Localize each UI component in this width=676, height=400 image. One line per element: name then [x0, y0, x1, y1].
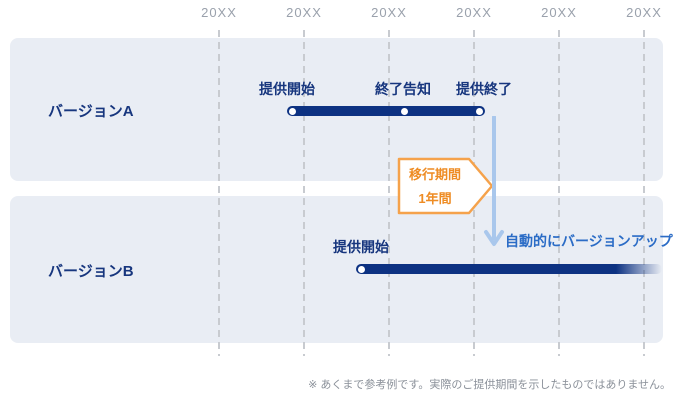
- axis-year-label: 20XX: [371, 5, 407, 20]
- version-b-label: バージョンB: [48, 263, 134, 280]
- gridline: [558, 30, 560, 356]
- transition-period-line1: 移行期間: [408, 167, 461, 182]
- milestone-label-a-notice: 終了告知: [375, 81, 431, 97]
- auto-upgrade-label: 自動的にバージョンアップ: [505, 233, 673, 249]
- milestone-marker: [289, 108, 296, 115]
- axis-year-label: 20XX: [201, 5, 237, 20]
- gridline: [303, 30, 305, 356]
- down-arrow-icon: [484, 116, 504, 246]
- transition-period-line2: 1年間: [418, 191, 452, 206]
- milestone-label-a-start: 提供開始: [259, 81, 315, 97]
- version-b-bar: [356, 264, 662, 274]
- milestone-marker: [401, 108, 408, 115]
- gridline: [218, 30, 220, 356]
- transition-period-callout: [397, 157, 494, 215]
- milestone-marker: [476, 108, 483, 115]
- disclaimer-note: ※ あくまで参考例です。実際のご提供期間を示したものではありません。: [308, 379, 671, 391]
- transition-period-text: 移行期間 1年間: [399, 163, 471, 211]
- axis-year-label: 20XX: [456, 5, 492, 20]
- gridline: [388, 30, 390, 356]
- axis-year-label: 20XX: [541, 5, 577, 20]
- milestone-marker: [358, 266, 365, 273]
- milestone-label-b-start: 提供開始: [333, 239, 389, 255]
- axis-year-label: 20XX: [626, 5, 662, 20]
- axis-year-label: 20XX: [286, 5, 322, 20]
- version-a-label: バージョンA: [48, 103, 134, 120]
- gridline: [643, 30, 645, 356]
- milestone-label-a-end: 提供終了: [456, 81, 512, 97]
- version-a-bar: [287, 106, 485, 116]
